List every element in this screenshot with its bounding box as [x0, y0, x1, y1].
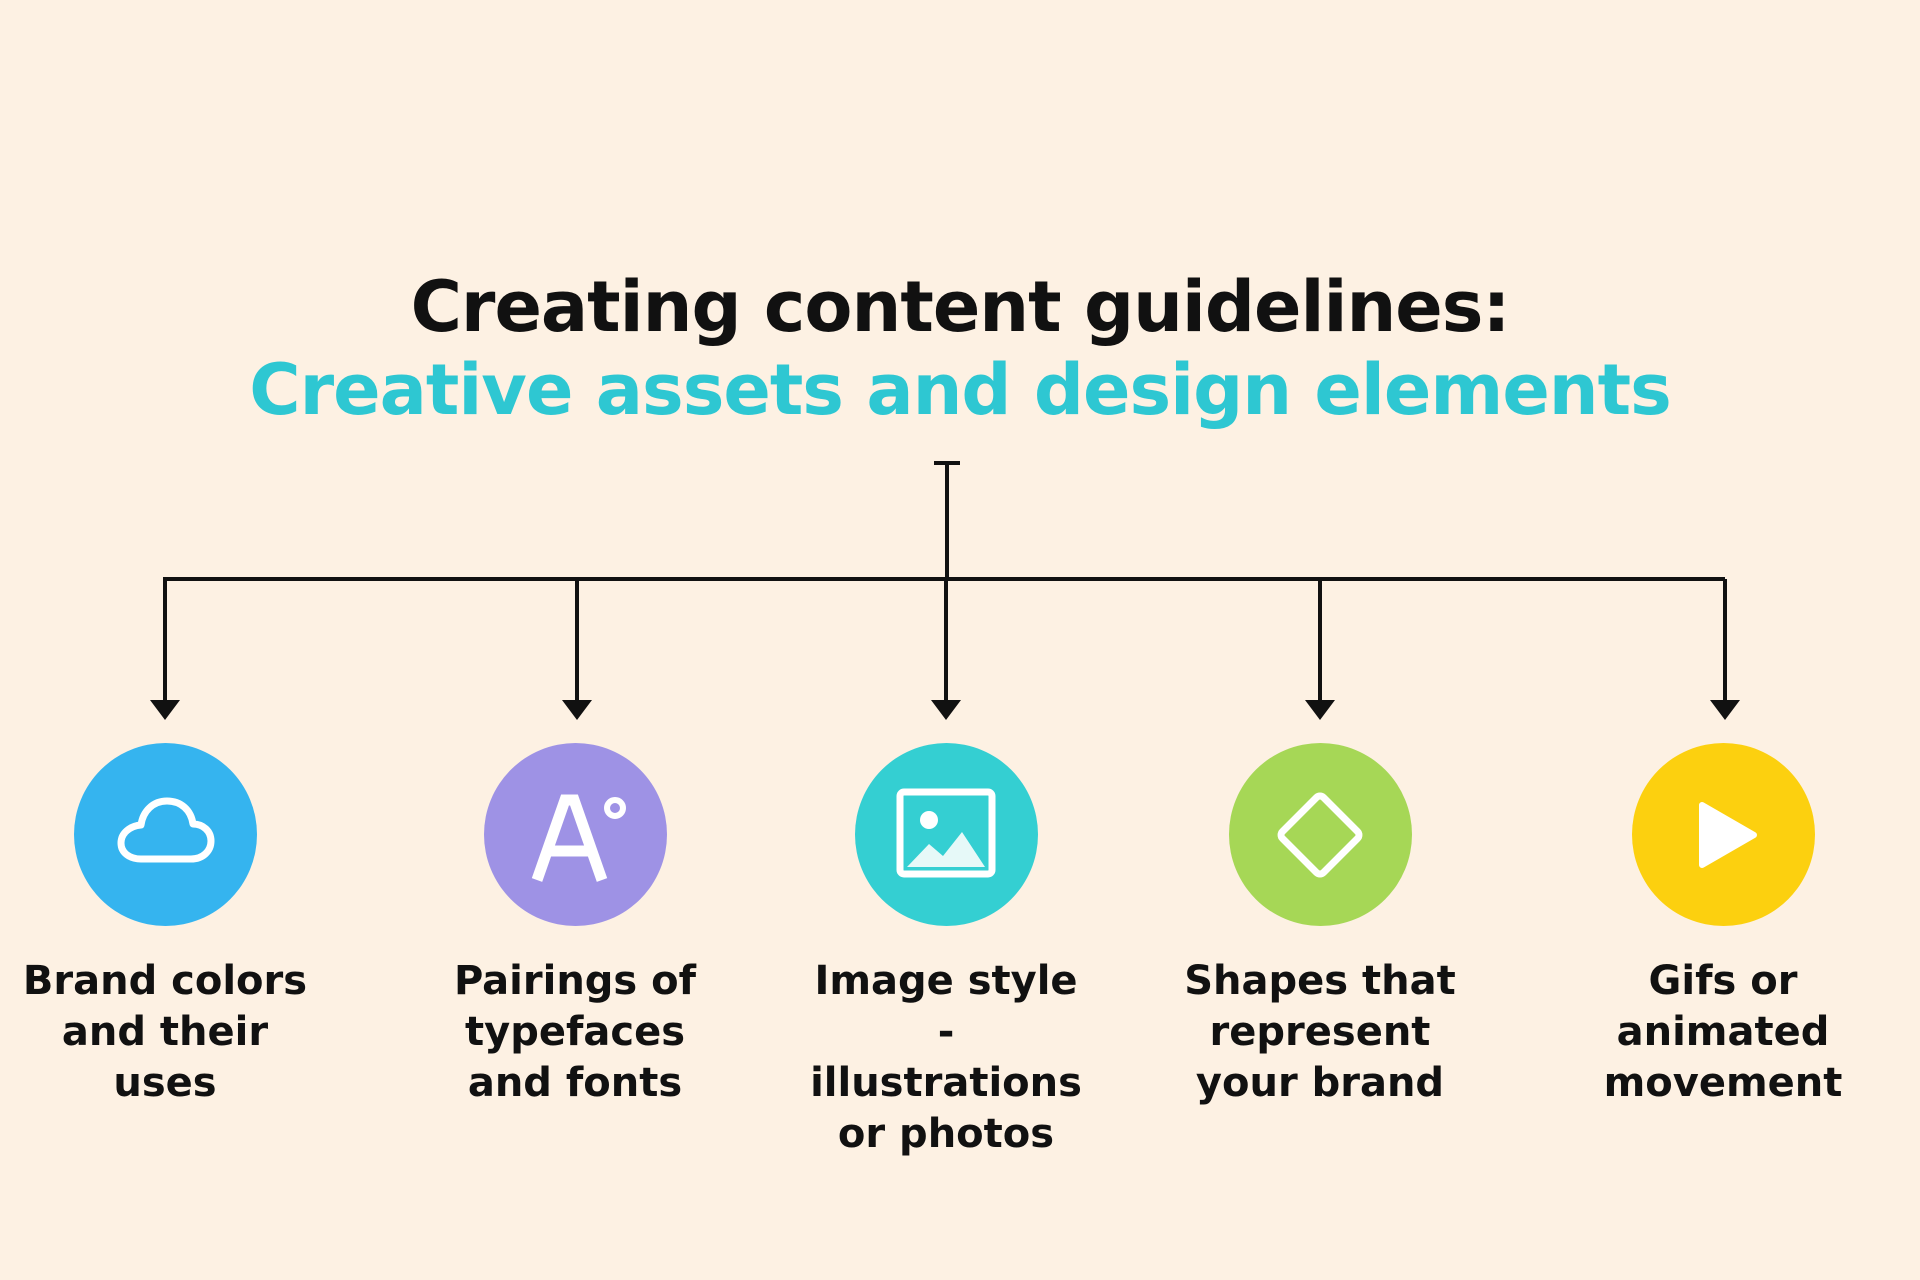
arrowhead-2 [562, 700, 592, 720]
arrowhead-4 [1305, 700, 1335, 720]
image-icon [896, 788, 996, 877]
node-label-image-style: Image style - illustrations or photos [810, 958, 1082, 1157]
node-label-typefaces: Pairings of typefaces and fonts [453, 958, 697, 1106]
node-circle [1228, 743, 1412, 926]
cloud-icon [117, 797, 215, 862]
node-label-shapes: Shapes that represent your brand [1184, 958, 1456, 1106]
diagram-title: Creating content guidelines: [410, 266, 1511, 348]
diagram-subtitle: Creative assets and design elements [249, 349, 1672, 431]
arrowhead-5 [1710, 700, 1740, 720]
arrowhead-1 [150, 700, 180, 720]
node-gifs: Gifs or animated movement [1578, 743, 1868, 1109]
node-circle [483, 743, 667, 926]
node-circle [1631, 743, 1815, 926]
node-label-brand-colors: Brand colors and their uses [22, 958, 308, 1106]
letter-a-icon [531, 794, 626, 882]
node-circle [73, 743, 257, 926]
node-shapes: Shapes that represent your brand [1175, 743, 1465, 1109]
node-image-style: Image style - illustrations or photos [801, 743, 1091, 1160]
node-typefaces: Pairings of typefaces and fonts [430, 743, 720, 1109]
node-brand-colors: Brand colors and their uses [20, 743, 310, 1109]
diamond-icon [1277, 792, 1363, 877]
node-circle [854, 743, 1038, 926]
node-label-gifs: Gifs or animated movement [1603, 958, 1843, 1106]
play-icon [1699, 801, 1757, 868]
arrowhead-3 [931, 700, 961, 720]
